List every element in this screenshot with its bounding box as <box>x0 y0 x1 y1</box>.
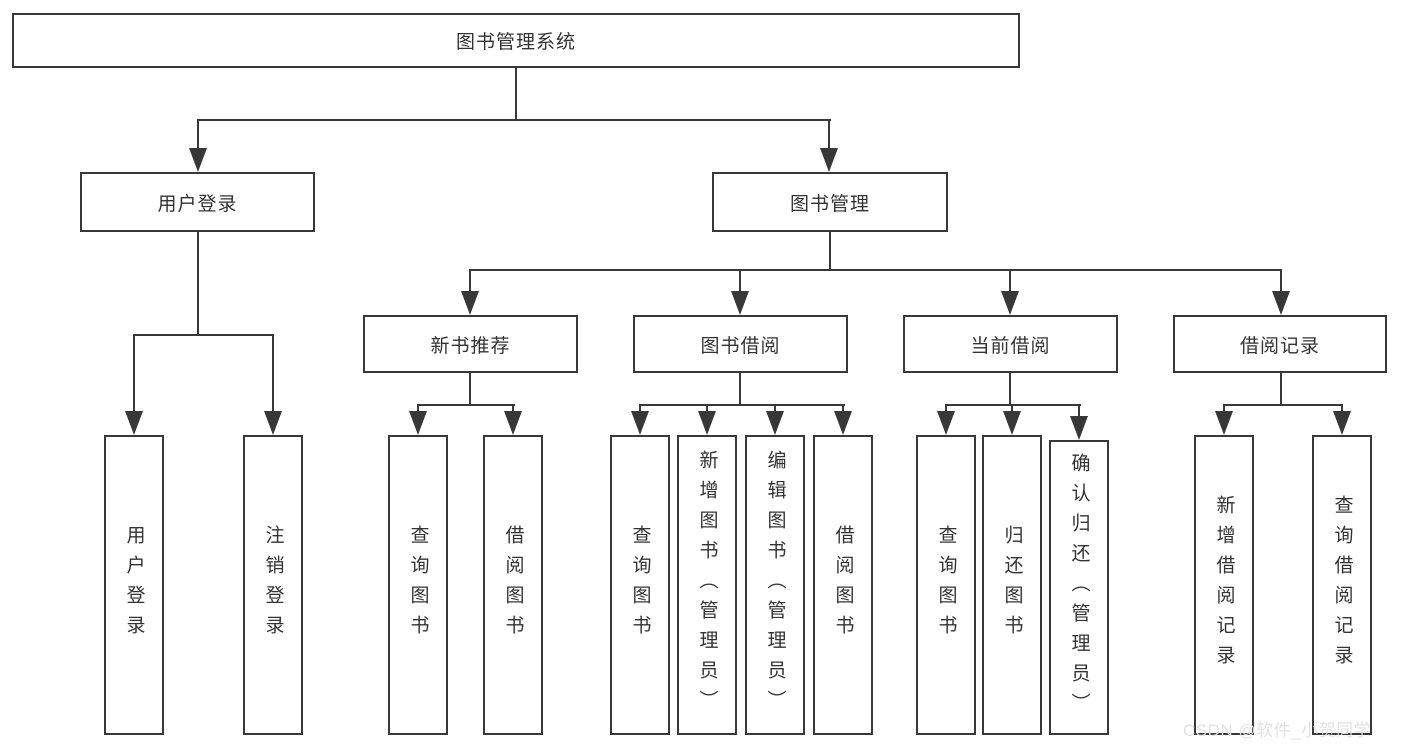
leaf-logout-label: 注销登录 <box>262 525 284 645</box>
node-book-management-label: 图书管理 <box>789 193 870 215</box>
connector-line <box>469 269 471 293</box>
node-root: 图书管理系统 <box>12 13 1020 68</box>
leaf-return-book: 归还图书 <box>982 435 1042 735</box>
arrow-down-icon <box>1070 416 1088 440</box>
arrow-down-icon <box>1001 291 1019 315</box>
connector-line <box>945 404 1081 406</box>
connector-line <box>469 269 1282 271</box>
leaf-query-borrow-record: 查询借阅记录 <box>1312 435 1372 735</box>
leaf-borrow-book-label: 借阅图书 <box>832 525 854 645</box>
leaf-recommend-query-book-label: 查询图书 <box>407 525 429 645</box>
connector-line <box>1011 404 1013 414</box>
connector-line <box>197 232 199 335</box>
leaf-recommend-borrow-book-label: 借阅图书 <box>502 525 524 645</box>
node-new-book-recommend: 新书推荐 <box>363 315 578 373</box>
connector-line <box>829 232 831 270</box>
arrow-down-icon <box>125 411 143 435</box>
leaf-borrow-book: 借阅图书 <box>813 435 873 735</box>
arrow-down-icon <box>698 411 716 435</box>
node-book-borrow-label: 图书借阅 <box>700 335 781 357</box>
arrow-down-icon <box>820 148 838 172</box>
leaf-recommend-borrow-book: 借阅图书 <box>483 435 543 735</box>
csdn-watermark: CSDN @软件_小贺同学 <box>1183 721 1372 740</box>
node-borrow-records: 借阅记录 <box>1173 315 1387 373</box>
connector-line <box>469 373 471 406</box>
connector-line <box>1223 404 1225 414</box>
node-new-book-recommend-label: 新书推荐 <box>430 335 511 357</box>
leaf-add-borrow-record: 新增借阅记录 <box>1194 435 1254 735</box>
connector-line <box>1341 404 1343 414</box>
leaf-add-borrow-record-label: 新增借阅记录 <box>1213 495 1235 675</box>
connector-line <box>1009 373 1011 406</box>
connector-line <box>1280 269 1282 293</box>
arrow-down-icon <box>1272 291 1290 315</box>
leaf-recommend-query-book: 查询图书 <box>388 435 448 735</box>
arrow-down-icon <box>834 411 852 435</box>
connector-line <box>945 404 947 414</box>
arrow-down-icon <box>504 411 522 435</box>
connector-line <box>197 119 831 121</box>
leaf-edit-book-admin: 编辑图书（管理员） <box>745 435 805 735</box>
node-user-login: 用户登录 <box>80 172 315 232</box>
arrow-down-icon <box>409 411 427 435</box>
node-current-borrow: 当前借阅 <box>903 315 1118 373</box>
leaf-add-book-admin-label: 新增图书（管理员） <box>696 450 718 720</box>
leaf-return-book-label: 归还图书 <box>1001 525 1023 645</box>
arrow-down-icon <box>189 148 207 172</box>
connector-line <box>739 373 741 406</box>
leaf-current-query-book: 查询图书 <box>916 435 976 735</box>
arrow-down-icon <box>731 291 749 315</box>
arrow-down-icon <box>1333 411 1351 435</box>
node-book-management: 图书管理 <box>712 172 948 232</box>
connector-line <box>706 404 708 414</box>
connector-line <box>133 334 135 411</box>
connector-line <box>417 404 419 414</box>
connector-line <box>639 404 641 414</box>
arrow-down-icon <box>1215 411 1233 435</box>
arrow-down-icon <box>264 411 282 435</box>
connector-line <box>197 119 199 150</box>
leaf-query-borrow-record-label: 查询借阅记录 <box>1331 495 1353 675</box>
node-borrow-records-label: 借阅记录 <box>1239 335 1320 357</box>
node-root-label: 图书管理系统 <box>455 32 576 53</box>
connector-line <box>515 68 517 120</box>
leaf-logout: 注销登录 <box>243 435 303 735</box>
arrow-down-icon <box>937 411 955 435</box>
leaf-confirm-return-admin: 确认归还（管理员） <box>1049 440 1109 735</box>
arrow-down-icon <box>766 411 784 435</box>
leaf-user-login-label: 用户登录 <box>123 525 145 645</box>
connector-line <box>417 404 515 406</box>
arrow-down-icon <box>461 291 479 315</box>
leaf-edit-book-admin-label: 编辑图书（管理员） <box>764 450 786 720</box>
connector-line <box>1223 404 1343 406</box>
leaf-current-query-book-label: 查询图书 <box>935 525 957 645</box>
connector-line <box>272 334 274 411</box>
connector-line <box>739 269 741 293</box>
connector-line <box>774 404 776 414</box>
leaf-confirm-return-admin-label: 确认归还（管理员） <box>1068 452 1090 723</box>
leaf-user-login: 用户登录 <box>104 435 164 735</box>
connector-line <box>842 404 844 414</box>
connector-line <box>1009 269 1011 293</box>
connector-line <box>1078 404 1080 420</box>
arrow-down-icon <box>631 411 649 435</box>
connector-line <box>512 404 514 414</box>
node-current-borrow-label: 当前借阅 <box>970 335 1051 357</box>
node-book-borrow: 图书借阅 <box>633 315 848 373</box>
leaf-borrow-query-book-label: 查询图书 <box>629 525 651 645</box>
connector-line <box>828 119 830 150</box>
leaf-borrow-query-book: 查询图书 <box>610 435 670 735</box>
connector-line <box>1280 373 1282 406</box>
connector-line <box>133 334 274 336</box>
connector-line <box>639 404 845 406</box>
node-user-login-label: 用户登录 <box>157 193 238 215</box>
arrow-down-icon <box>1003 411 1021 435</box>
leaf-add-book-admin: 新增图书（管理员） <box>677 435 737 735</box>
